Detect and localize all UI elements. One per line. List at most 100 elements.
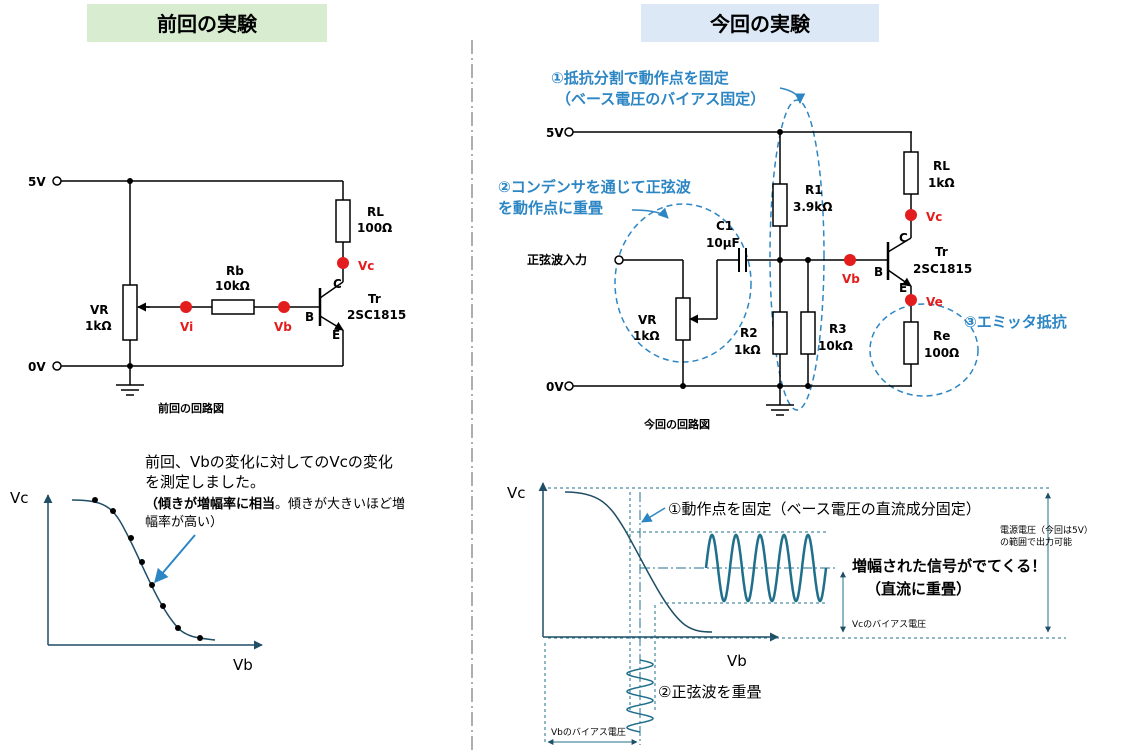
right-label-5v: 5V bbox=[546, 126, 564, 140]
left-measurement-points bbox=[92, 497, 203, 641]
right-label-c1-value: 10μF bbox=[706, 236, 740, 250]
left-graph bbox=[43, 494, 263, 650]
left-label-tr: Tr bbox=[368, 292, 381, 306]
left-node-vi bbox=[180, 301, 192, 313]
right-vr-resistor bbox=[675, 297, 691, 341]
annot1-arrow bbox=[641, 507, 666, 523]
left-label-tr-model: 2SC1815 bbox=[347, 308, 406, 322]
right-0v-terminal bbox=[564, 381, 574, 391]
callout2-line1: ②コンデンサを通じて正弦波 bbox=[498, 178, 692, 196]
right-label-c1: C1 bbox=[716, 219, 733, 233]
right-node-vc bbox=[905, 209, 917, 221]
right-annot2: ②正弦波を重畳 bbox=[658, 683, 761, 701]
left-junction-bottom bbox=[127, 363, 133, 369]
left-5v-terminal bbox=[52, 176, 62, 186]
left-title-box bbox=[87, 4, 327, 42]
left-node-vb bbox=[278, 301, 290, 313]
left-graph-xlabel: Vb bbox=[233, 656, 253, 674]
right-label-pin-b: B bbox=[874, 265, 883, 279]
callout-markers bbox=[614, 87, 979, 411]
right-label-tr: Tr bbox=[935, 245, 948, 259]
right-label-rl-value: 1kΩ bbox=[928, 176, 955, 190]
right-label-vr: VR bbox=[638, 313, 657, 327]
callout3-ellipse bbox=[869, 303, 979, 397]
left-note-line2: を測定しました。 bbox=[145, 473, 265, 491]
left-label-vi: Vi bbox=[180, 320, 193, 334]
right-label-re-value: 100Ω bbox=[924, 346, 959, 360]
left-junction-top bbox=[127, 178, 133, 184]
right-label-ve: Ve bbox=[926, 295, 943, 309]
r3-resistor bbox=[800, 311, 816, 355]
right-label-r1-value: 3.9kΩ bbox=[793, 200, 832, 214]
left-title: 前回の実験 bbox=[157, 12, 258, 36]
right-5v-terminal bbox=[564, 127, 574, 137]
left-label-pin-b: B bbox=[305, 310, 314, 324]
left-circuit-caption: 前回の回路図 bbox=[158, 401, 224, 415]
r2-resistor bbox=[772, 311, 788, 355]
right-label-r3: R3 bbox=[829, 322, 847, 336]
left-label-rb: Rb bbox=[226, 264, 244, 278]
left-note-bold: （傾きが増幅率に相当 bbox=[145, 496, 275, 512]
right-node-vb bbox=[844, 254, 856, 266]
left-note-line4: 幅率が高い） bbox=[145, 514, 223, 530]
right-label-r3-value: 10kΩ bbox=[818, 339, 853, 353]
left-note-line3: （傾きが増幅率に相当。傾きが大きいほど増 bbox=[145, 496, 405, 512]
left-label-vb: Vb bbox=[274, 320, 292, 334]
left-slope-arrow bbox=[154, 534, 196, 584]
output-sine-wave bbox=[704, 533, 828, 603]
right-rl-resistor bbox=[903, 151, 919, 195]
re-resistor bbox=[903, 321, 919, 365]
vb-bias-label: Vbのバイアス電圧 bbox=[551, 727, 626, 738]
right-label-r1: R1 bbox=[805, 183, 823, 197]
left-note-rest: 。傾きが大きいほど増 bbox=[275, 497, 405, 512]
r1-resistor bbox=[772, 183, 788, 227]
callout1-ellipse bbox=[769, 99, 825, 411]
input-sine-wave bbox=[626, 659, 654, 733]
left-label-rl: RL bbox=[367, 205, 384, 219]
callout1-line2: （ベース電圧のバイアス固定） bbox=[556, 90, 765, 108]
left-rb-resistor bbox=[211, 299, 255, 315]
left-0v-terminal bbox=[52, 361, 62, 371]
left-label-pin-c: C bbox=[333, 277, 342, 291]
left-label-vr: VR bbox=[90, 303, 109, 317]
right-label-vr-value: 1kΩ bbox=[633, 329, 660, 343]
right-junctions bbox=[680, 129, 811, 389]
right-graph-ylabel: Vc bbox=[507, 484, 526, 502]
right-circuit bbox=[572, 131, 912, 416]
right-circuit-caption: 今回の回路図 bbox=[643, 417, 710, 431]
output-note-line2: （直流に重畳） bbox=[866, 580, 971, 598]
right-label-r2: R2 bbox=[740, 326, 758, 340]
left-label-vc: Vc bbox=[358, 259, 374, 273]
left-transfer-curve bbox=[71, 499, 216, 641]
left-vr-resistor bbox=[122, 284, 138, 341]
right-title-box bbox=[641, 4, 879, 42]
callout2-line2: を動作点に重畳 bbox=[498, 199, 603, 217]
left-label-rl-value: 100Ω bbox=[357, 221, 392, 235]
left-label-0v: 0V bbox=[28, 360, 46, 374]
right-label-rl: RL bbox=[933, 159, 950, 173]
left-node-vc bbox=[337, 257, 349, 269]
sine-input-terminal bbox=[614, 255, 624, 265]
supply-note-line2: の範囲で出力可能 bbox=[1000, 536, 1072, 548]
right-title: 今回の実験 bbox=[710, 12, 811, 36]
left-label-pin-e: E bbox=[332, 328, 340, 342]
left-label-5v: 5V bbox=[28, 175, 46, 189]
right-label-tr-model: 2SC1815 bbox=[913, 262, 972, 276]
right-label-0v: 0V bbox=[546, 380, 564, 394]
left-rl-resistor bbox=[335, 199, 351, 243]
left-circuit bbox=[60, 180, 344, 396]
right-annot1: ①動作点を固定（ベース電圧の直流成分固定） bbox=[668, 500, 981, 518]
callout3-label: ③エミッタ抵抗 bbox=[964, 313, 1067, 331]
supply-note-line1: 電源電圧（今回は5V） bbox=[1000, 524, 1093, 536]
output-note-line1: 増幅された信号がでてくる！ bbox=[852, 557, 1046, 575]
right-graph-xlabel: Vb bbox=[727, 652, 747, 670]
left-label-vr-value: 1kΩ bbox=[85, 319, 112, 333]
right-label-vc: Vc bbox=[926, 210, 942, 224]
right-label-re: Re bbox=[933, 329, 950, 343]
left-label-rb-value: 10kΩ bbox=[215, 279, 250, 293]
right-graph bbox=[538, 482, 1066, 745]
vc-bias-label: Vcのバイアス電圧 bbox=[852, 619, 926, 630]
right-label-input: 正弦波入力 bbox=[527, 252, 587, 267]
right-label-vb: Vb bbox=[842, 272, 860, 286]
